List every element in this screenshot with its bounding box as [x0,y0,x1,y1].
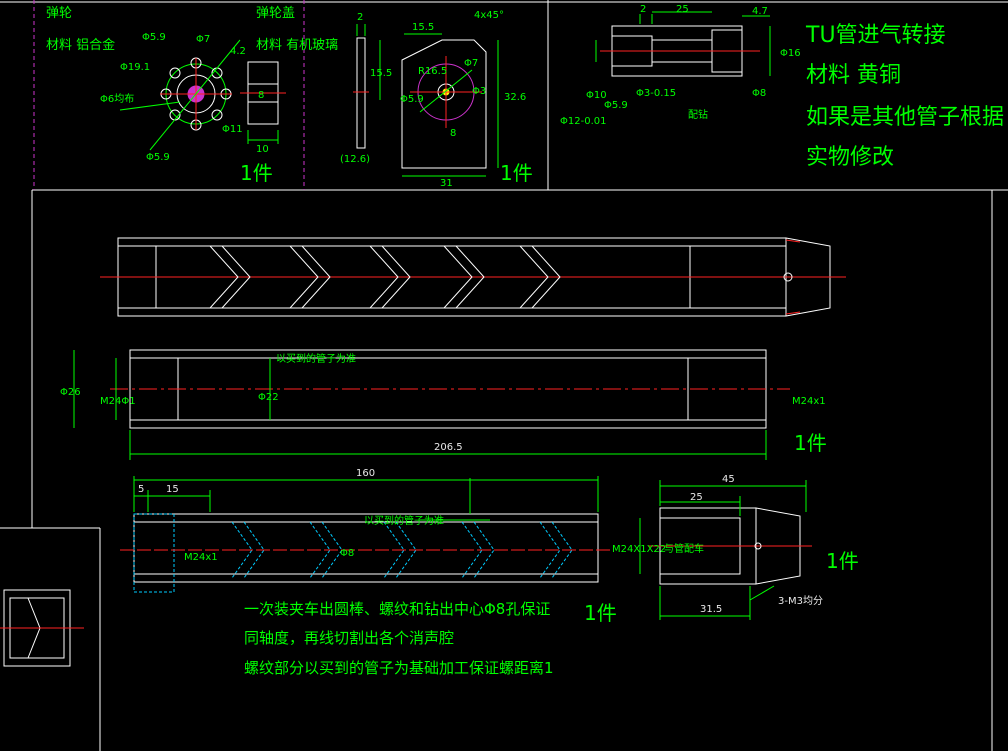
view2-dim-phi22: Φ22 [258,392,279,403]
part1-wheel: 弹轮 材料 铝合金 Φ5.9 Φ7 Φ19.1 Φ6均布 Φ11 Φ5.9 [46,6,286,185]
adapter-drawing [595,11,771,77]
part3-dim-47: 4.7 [752,6,768,17]
view2-tube [73,349,790,460]
part2-cover: 弹轮盖 材料 有机玻璃 2 (12.6) 15.5 4x45° 15.5 R16… [256,6,533,189]
part3-note-3: 如果是其他管子根据 [806,105,1004,130]
part2-material: 材料 有机玻璃 [256,38,338,53]
part1-material: 材料 铝合金 [46,37,115,53]
view4-dimension-lines [639,480,807,620]
part2-dim-31: 31 [440,178,453,189]
part1-dim-phi6: Φ6均布 [100,93,134,105]
wheel-front-view [119,39,241,151]
view4-dim-45: 45 [722,474,735,485]
part2-dim-phi3: Φ3 [472,86,486,97]
view4-dim-25: 25 [690,492,703,503]
view2-dimension-lines [73,350,767,460]
part3-note-2: 材料 黄铜 [806,63,901,88]
part3-note-1: TU管进气转接 [805,23,946,48]
part1-dim-8: 8 [258,90,264,101]
left-partial-view [0,589,84,667]
view3-note-2: 同轴度，再线切割出各个消声腔 [244,629,454,647]
part3-dim-phi10: Φ10 [586,90,607,101]
view4-qty: 1件 [826,549,859,573]
part3-dim-phi3: Φ3-0.15 [636,88,676,99]
part2-dim-126: (12.6) [340,154,370,165]
view3-note-1: 一次装夹车出圆棒、螺纹和钻出中心Φ8孔保证 [244,600,550,618]
part3-adapter: 2 25 4.7 Φ16 Φ10 Φ5.9 Φ12-0.01 Φ3-0.15 Φ… [560,4,1004,170]
view2-dim-m24-right: M24x1 [792,396,826,407]
baffle-chevrons [209,245,561,309]
part3-dim-phi12: Φ12-0.01 [560,116,606,127]
part3-dim-phi16: Φ16 [780,48,801,59]
view3-dim-phi8: Φ8 [340,548,354,559]
view3-dim-160: 160 [356,468,375,479]
part2-qty: 1件 [500,161,533,185]
view2-dim-2065: 206.5 [434,442,463,453]
view2-dim-m24-left: M24Φ1 [100,396,136,407]
part3-note-4: 实物修改 [806,145,894,170]
view3-qty: 1件 [584,601,617,625]
part1-dim-phi59-bottom: Φ5.9 [146,152,170,163]
cover-side-view [353,24,369,149]
part2-dim-2: 2 [357,12,363,23]
view2-qty: 1件 [794,431,827,455]
view2-dim-phi26: Φ26 [60,387,81,398]
view2-dim-tube-note: 以买到的管子为准 [276,352,356,365]
part2-title: 弹轮盖 [256,6,295,21]
part3-dim-pei: 配钻 [688,108,708,121]
red-tip-marks [785,239,801,315]
view4-dim-match: 与管配车 [664,542,704,555]
part3-dim-phi59: Φ5.9 [604,100,628,111]
view3-dimension-lines [133,476,599,521]
part2-dim-chamfer: 4x45° [474,10,504,21]
view3-dim-15: 15 [166,484,179,495]
part2-dim-r165: R16.5 [418,66,447,77]
part1-dim-42: 4.2 [230,46,246,57]
part1-dim-phi191: Φ19.1 [120,62,150,73]
part3-dim-2: 2 [640,4,646,15]
part1-title: 弹轮 [46,6,72,21]
part2-dim-8: 8 [450,128,456,139]
view4-dim-315: 31.5 [700,604,722,615]
part1-dim-10: 10 [256,144,269,155]
cover-front-view [379,33,499,177]
part2-dim-phi59: Φ5.9 [400,94,424,105]
view4-end-cap [639,480,812,620]
view3-chevrons [231,521,573,579]
part1-dim-phi59-top: Φ5.9 [142,32,166,43]
part3-dim-25: 25 [676,4,689,15]
view3-dim-5: 5 [138,484,144,495]
wheel-side-view [240,61,286,144]
part2-dim-155-top: 15.5 [412,22,434,33]
part-dividers [33,0,305,190]
part1-dim-phi7: Φ7 [196,34,210,45]
part3-dim-phi8: Φ8 [752,88,766,99]
part2-dim-326: 32.6 [504,92,526,103]
view3-dim-tube-note: 以买到的管子为准 [364,514,444,527]
view4-dim-m24: M24X1X22 [612,544,666,555]
view3-baffle-core [120,476,610,593]
part1-dim-phi11: Φ11 [222,124,243,135]
view1-assembly-section [100,237,846,317]
part2-dim-phi7: Φ7 [464,58,478,69]
view3-note-3: 螺纹部分以买到的管子为基础加工保证螺距离1 [244,659,554,677]
view3-dim-m24: M24x1 [184,552,218,563]
part2-dim-155-side: 15.5 [370,68,392,79]
part1-qty: 1件 [240,161,273,185]
view4-dim-m3: 3-M3均分 [778,595,823,607]
